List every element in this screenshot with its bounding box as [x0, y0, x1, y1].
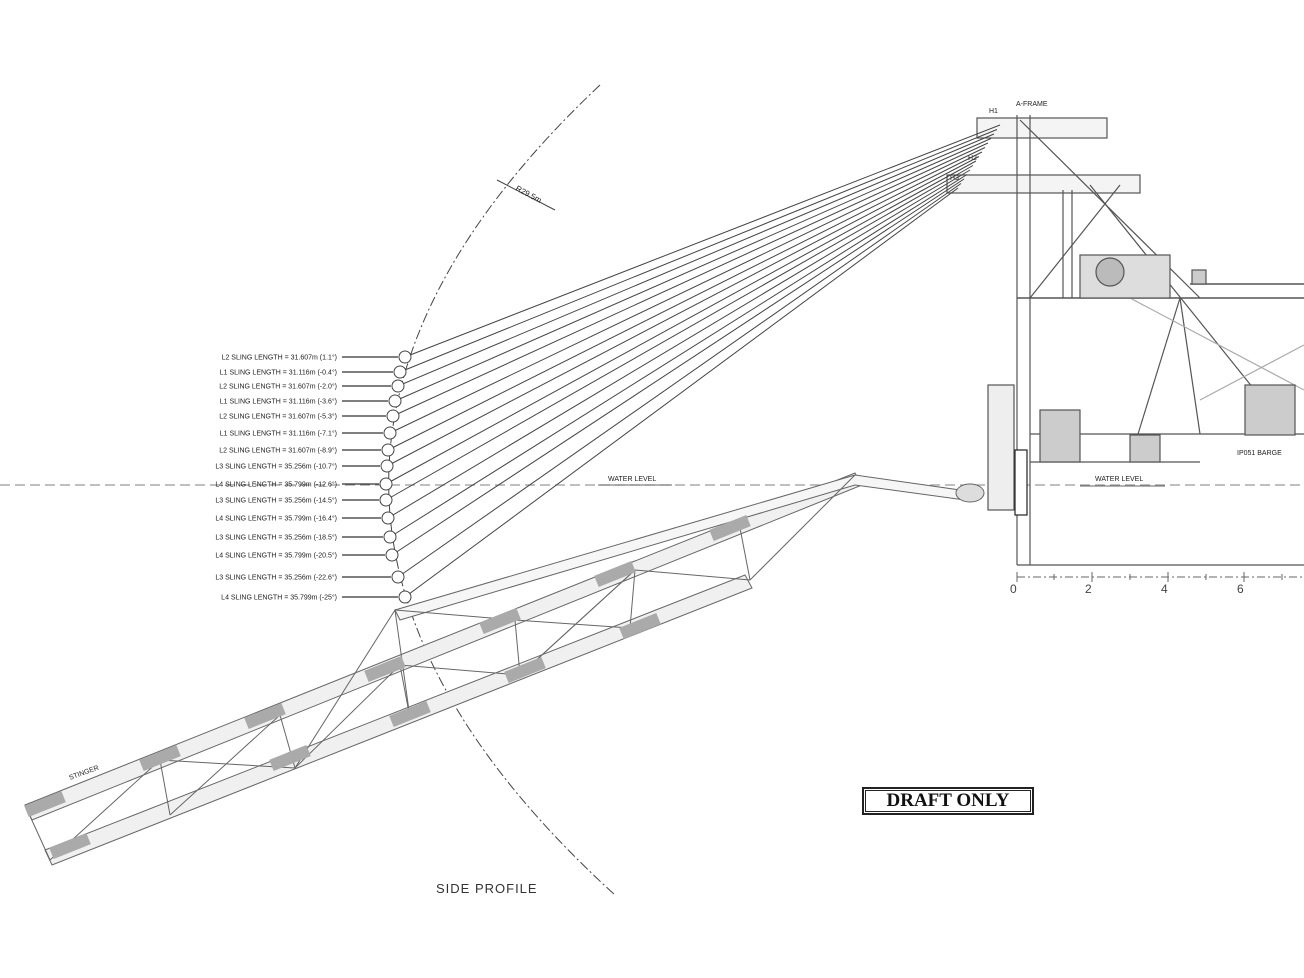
sling-line [385, 165, 974, 501]
sling-length-label: L3 SLING LENGTH = 35.256m (-10.7°) [215, 463, 337, 471]
sling-shackle-icon [379, 493, 393, 507]
sling-line [404, 187, 959, 598]
sling-length-label: L1 SLING LENGTH = 31.116m (-7.1°) [220, 430, 337, 438]
water-level-right: WATER LEVEL [1095, 476, 1143, 483]
stinger-truss [24, 472, 985, 866]
radius-dimension [496, 179, 556, 211]
scale-bar [1016, 572, 1304, 582]
sling-shackle-icon [391, 570, 405, 584]
sling-line [404, 124, 1001, 358]
sling-length-label: L2 SLING LENGTH = 31.607m (-8.9°) [219, 447, 337, 455]
sling-line [397, 183, 962, 578]
sling-shackle-icon [388, 394, 402, 408]
barge-structure [946, 115, 1304, 566]
barge-label: IP051 BARGE [1237, 450, 1282, 457]
sling-shackle-icon [381, 443, 395, 457]
sling-length-label: L1 SLING LENGTH = 31.116m (-0.4°) [220, 369, 337, 377]
sling-length-label: L2 SLING LENGTH = 31.607m (-2.0°) [219, 383, 337, 391]
sling-length-label: L3 SLING LENGTH = 35.256m (-18.5°) [215, 534, 337, 542]
sling-shackle-icon [385, 548, 399, 562]
sling-length-label: L4 SLING LENGTH = 35.799m (-20.5°) [215, 552, 337, 560]
sling-line [391, 178, 965, 556]
draft-only-stamp: DRAFT ONLY [862, 787, 1034, 815]
sling-length-label: L4 SLING LENGTH = 35.799m (-25°) [221, 594, 337, 602]
sling-shackle-icon [398, 350, 412, 364]
sling-line [386, 156, 980, 467]
sling-length-label: L3 SLING LENGTH = 35.256m (-14.5°) [215, 497, 337, 505]
sling-length-label: L4 SLING LENGTH = 35.799m (-16.4°) [215, 515, 337, 523]
sling-shackle-icon [380, 459, 394, 473]
sling-length-label: L1 SLING LENGTH = 31.116m (-3.6°) [220, 398, 337, 406]
water-level-left: WATER LEVEL [608, 476, 656, 483]
view-title: SIDE PROFILE [436, 881, 538, 896]
sling-shackle-icon [393, 365, 407, 379]
scale-tick-0: 0 [1010, 582, 1017, 596]
sling-shackle-icon [386, 409, 400, 423]
sling-length-label: L4 SLING LENGTH = 35.799m (-12.6°) [215, 481, 337, 489]
sling-line [397, 133, 995, 387]
scale-tick-4: 4 [1161, 582, 1168, 596]
hook-label-h1: H1 [989, 108, 998, 115]
sling-shackle-icon [381, 511, 395, 525]
hook-label-h3: H3 [950, 175, 959, 182]
sling-shackle-icon [383, 530, 397, 544]
sling-length-label: L3 SLING LENGTH = 35.256m (-22.6°) [215, 574, 337, 582]
sling-length-label: L2 SLING LENGTH = 31.607m (-5.3°) [219, 413, 337, 421]
sling-line [394, 138, 992, 402]
sling-line [392, 142, 989, 417]
radius-label: R29.5m [514, 184, 543, 205]
scale-tick-2: 2 [1085, 582, 1092, 596]
sling-line [387, 151, 983, 451]
sling-line [399, 129, 998, 373]
sling-group: L2 SLING LENGTH = 31.607m (1.1°) L1 SLING… [215, 124, 1001, 604]
sling-shackle-icon [379, 477, 393, 491]
sling-line [389, 174, 968, 538]
sling-line [385, 160, 977, 485]
sling-line [389, 147, 986, 434]
sling-line [387, 169, 971, 519]
aframe-label: A-FRAME [1016, 101, 1048, 108]
scale-tick-6: 6 [1237, 582, 1244, 596]
sling-shackle-icon [383, 426, 397, 440]
sling-shackle-icon [391, 379, 405, 393]
sling-shackle-icon [398, 590, 412, 604]
sling-length-label: L2 SLING LENGTH = 31.607m (1.1°) [222, 354, 337, 362]
hook-label-h2: H2 [968, 155, 977, 162]
radius-arc [388, 84, 616, 896]
